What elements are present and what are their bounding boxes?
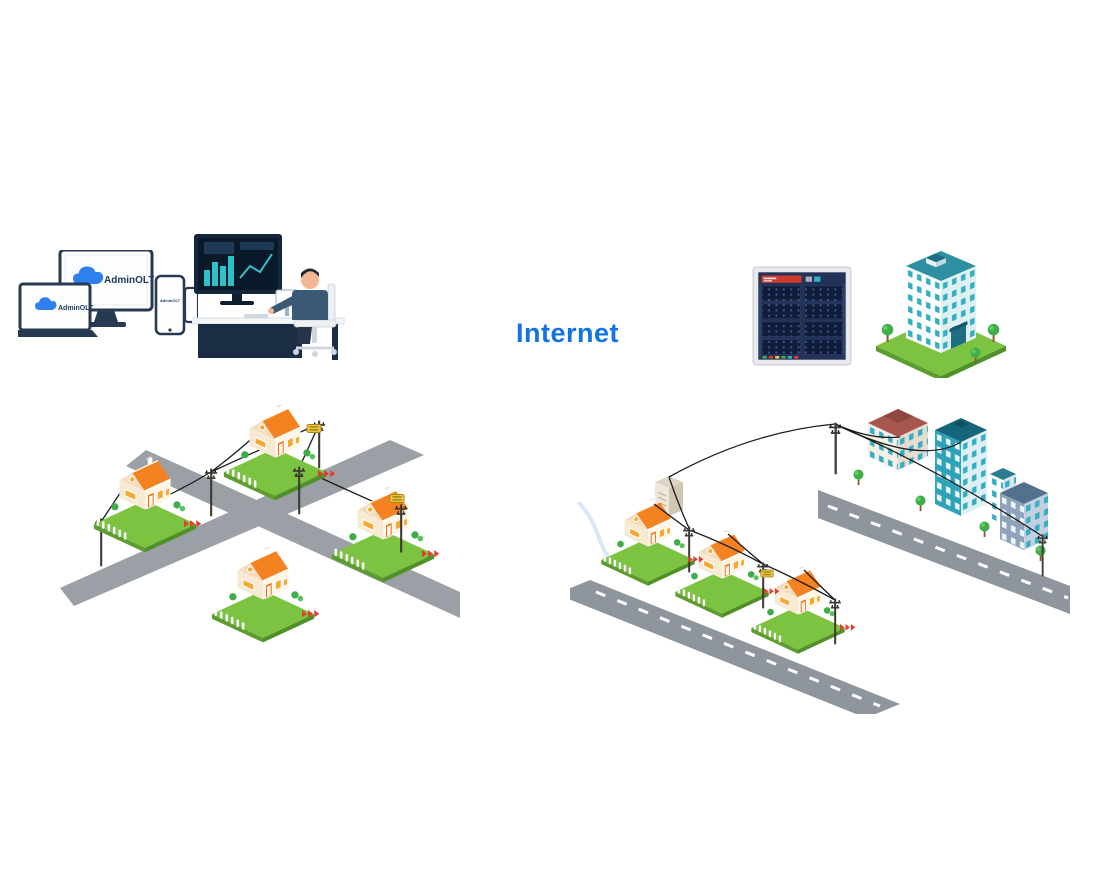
internet-label: Internet <box>516 318 620 348</box>
road <box>556 580 900 718</box>
fiber-cable <box>653 423 1043 601</box>
tablet-icon: AdminOLT <box>154 274 186 336</box>
olt-status-leds <box>762 356 799 359</box>
operator-person <box>268 268 328 344</box>
brand-text: AdminOLT <box>104 275 154 286</box>
utility-pole-icon <box>828 422 843 475</box>
operator-desk-illustration <box>191 232 347 367</box>
road-centerline <box>595 590 881 708</box>
cloud-logo-icon <box>35 297 57 310</box>
road <box>60 440 424 606</box>
office-chair <box>293 283 337 357</box>
tree-icon <box>853 469 864 486</box>
office-tower-icon <box>935 418 987 517</box>
house-icon <box>210 545 316 644</box>
blue-tower-icon <box>1000 482 1048 550</box>
fiber-splitter-icon <box>760 569 774 578</box>
apartment-building-red-icon <box>868 409 928 470</box>
house-icon <box>750 565 846 655</box>
residential-neighborhood-illustration <box>60 392 460 682</box>
admin-devices-illustration: AdminOLT AdminOLT AdminOLT <box>12 248 200 350</box>
house-icon <box>600 497 696 587</box>
olt-rack-illustration <box>752 266 852 366</box>
tree-icon <box>915 495 926 512</box>
brand-text: AdminOLT <box>160 298 181 303</box>
tree-icon <box>979 521 990 538</box>
road-centerline <box>827 504 1069 600</box>
fiber-splitter-icon <box>306 423 322 434</box>
tree-icon <box>1035 545 1046 562</box>
utility-pole-icon <box>757 562 769 609</box>
brand-text: AdminOLT <box>58 305 94 312</box>
laptop-icon: AdminOLT <box>12 282 98 337</box>
cloud-logo-icon <box>73 266 104 284</box>
desk <box>191 314 345 360</box>
olt-label <box>761 275 802 283</box>
olt-port-cards <box>761 285 843 355</box>
keyboard-icon <box>244 314 268 318</box>
central-office-building-illustration <box>866 218 1016 381</box>
house-icon <box>330 485 436 584</box>
office-tower-icon <box>906 251 976 354</box>
dashboard-monitor <box>194 234 282 305</box>
fiber-splitter-icon <box>389 493 405 504</box>
town-ftth-illustration <box>556 374 1070 718</box>
